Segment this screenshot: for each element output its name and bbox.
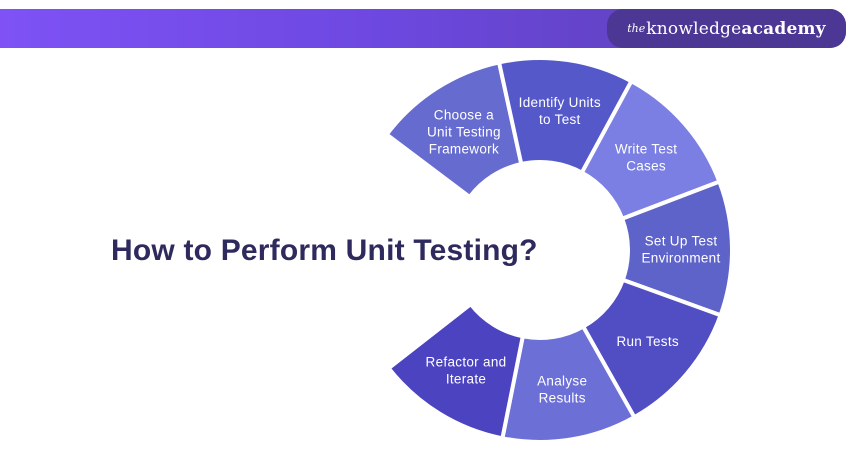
brand-logo-the: the [627, 22, 646, 35]
segment-refactor-and-iterate [386, 302, 525, 441]
brand-logo-knowledge: knowledge [646, 18, 742, 39]
brand-logo-academy: academy [741, 18, 826, 39]
segment-label: Run Tests [616, 334, 678, 349]
page-title: How to Perform Unit Testing? [111, 234, 538, 267]
